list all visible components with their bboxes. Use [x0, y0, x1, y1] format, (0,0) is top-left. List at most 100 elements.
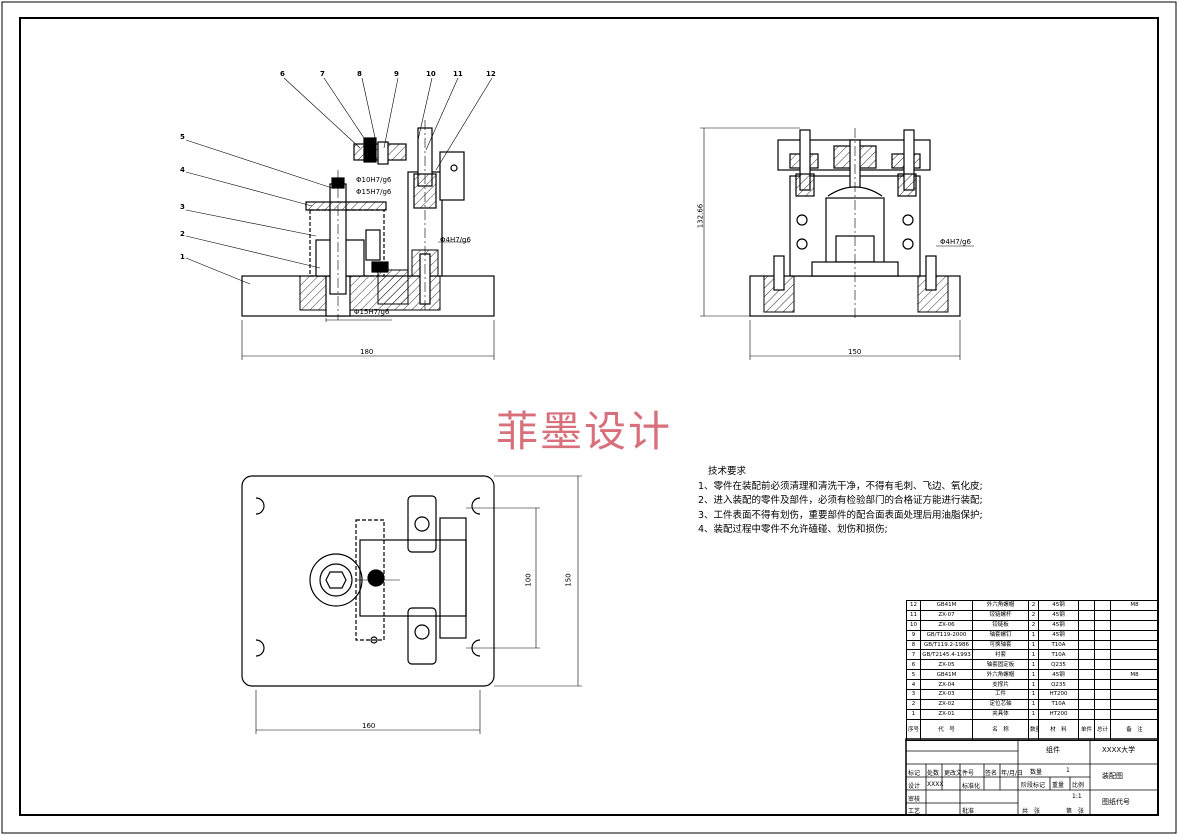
tb-standard-label: 标准化	[962, 783, 981, 790]
bom-cell: 45钢	[1038, 600, 1079, 611]
bom-header-cell: 备 注	[1110, 718, 1159, 741]
bom-cell	[1078, 708, 1095, 720]
bom-cell: 1	[1028, 689, 1039, 700]
tb-review-label: 审核	[908, 796, 921, 803]
tb-marker-label: 标记	[908, 770, 921, 777]
bom-cell: ZX-03	[920, 689, 973, 700]
fit-label: Φ15H7/g6	[354, 308, 390, 316]
bom-cell: 10	[906, 619, 921, 631]
bom-cell: ZX-07	[920, 609, 973, 621]
bom-cell: 2	[1028, 600, 1039, 611]
notes-title: 技术要求	[708, 466, 747, 477]
bom-header-cell: 总计	[1094, 718, 1111, 741]
technical-requirements: 技术要求 1、零件在装配前必须清理和清洗干净，不得有毛刺、飞边、氧化皮; 2、进…	[698, 465, 983, 538]
bom-cell	[1110, 619, 1159, 631]
title-block-frame	[905, 738, 1159, 816]
bom-cell: GB41M	[920, 669, 973, 681]
tb-quantity: 1	[1066, 767, 1070, 774]
bom-cell: 1	[1028, 708, 1039, 720]
bom-cell	[1094, 679, 1111, 691]
bom-cell: 1	[906, 708, 921, 720]
bom-cell: 铰链板	[972, 619, 1029, 631]
tb-scale: 1:1	[1072, 793, 1082, 800]
tb-university: XXXX大学	[1102, 746, 1136, 754]
bom-cell: 外六角螺帽	[972, 600, 1029, 611]
bom-cell: HT200	[1038, 689, 1079, 700]
dimension-label: 150	[848, 348, 862, 356]
part-number: 12	[486, 70, 496, 78]
bom-cell: ZX-01	[920, 708, 973, 720]
tb-group: 组件	[1046, 746, 1060, 754]
bom-cell	[1094, 609, 1111, 621]
bom-cell: 11	[906, 609, 921, 621]
bom-cell	[1094, 698, 1111, 710]
part-number: 1	[180, 253, 185, 261]
side-view	[700, 127, 974, 360]
tb-sheet-label: 第 张	[1066, 808, 1085, 815]
bom-cell	[1078, 698, 1095, 710]
bom-cell	[1078, 659, 1095, 671]
bom-cell: HT200	[1038, 708, 1079, 720]
bom-cell	[1078, 689, 1095, 700]
plan-view	[241, 475, 582, 734]
bom-cell	[1110, 629, 1159, 641]
bom-cell: 轴套螺钉	[972, 629, 1029, 641]
dimension-label: 132.66	[696, 203, 705, 229]
dimension-label: 100	[524, 573, 533, 587]
bom-cell: 45钢	[1038, 669, 1079, 681]
dimension-label: 180	[360, 348, 374, 356]
bom-header-cell: 单件	[1078, 718, 1095, 741]
bom-cell	[1078, 639, 1095, 651]
bom-cell: 45钢	[1038, 619, 1079, 631]
bom-cell	[1094, 689, 1111, 700]
bom-cell: 1	[1028, 679, 1039, 691]
tb-date-label: 年/月/日	[1001, 770, 1024, 777]
bom-cell: 夹具体	[972, 708, 1029, 720]
bom-cell: 支撑片	[972, 679, 1029, 691]
tb-approve-label: 批准	[962, 808, 975, 815]
bom-cell: GB/T119.2-1986	[920, 639, 973, 651]
tb-scale-label: 比例	[1072, 782, 1085, 789]
bom-cell: 2	[1028, 619, 1039, 631]
bom-cell: T10A	[1038, 698, 1079, 710]
bom-cell	[1078, 609, 1095, 621]
bom-cell: 1	[1028, 639, 1039, 651]
bom-cell: T10A	[1038, 649, 1079, 661]
bom-cell: 外六角螺帽	[972, 669, 1029, 681]
bom-cell: 2	[1028, 609, 1039, 621]
bom-cell	[1110, 679, 1159, 691]
bom-header-row: 序号 代 号 名 称 数量 材 料 单件 总计 备 注	[906, 718, 1159, 741]
part-number: 6	[280, 70, 285, 78]
bom-cell: 工件	[972, 689, 1029, 700]
fit-label: Φ4H7/g6	[440, 236, 471, 244]
bom-cell	[1094, 600, 1111, 611]
bom-cell	[1078, 629, 1095, 641]
note-line: 3、工件表面不得有划伤，重要部件的配合面表面处理后用油脂保护;	[698, 509, 983, 521]
bom-cell: M8	[1110, 600, 1159, 611]
bom-cell	[1078, 619, 1095, 631]
bom-cell: 1	[1028, 659, 1039, 671]
bom-cell: 轴套固定板	[972, 659, 1029, 671]
tb-sheets-label: 共 张	[1022, 808, 1041, 815]
bom-cell: 1	[1028, 698, 1039, 710]
bom-cell	[1110, 649, 1159, 661]
tb-drawing-name: 装配图	[1102, 772, 1123, 780]
bom-cell	[1094, 629, 1111, 641]
bom-cell	[1094, 619, 1111, 631]
tb-file-label: 更改文件号	[944, 770, 975, 777]
fit-label: Φ10H7/g6	[356, 176, 392, 184]
bom-cell: GB/T119-2000	[920, 629, 973, 641]
bom-cell	[1094, 659, 1111, 671]
bom-cell: 1	[1028, 669, 1039, 681]
part-number: 4	[180, 166, 185, 174]
bom-cell: 9	[906, 629, 921, 641]
bom-cell: 12	[906, 600, 921, 611]
dimension-label: 150	[564, 573, 573, 587]
